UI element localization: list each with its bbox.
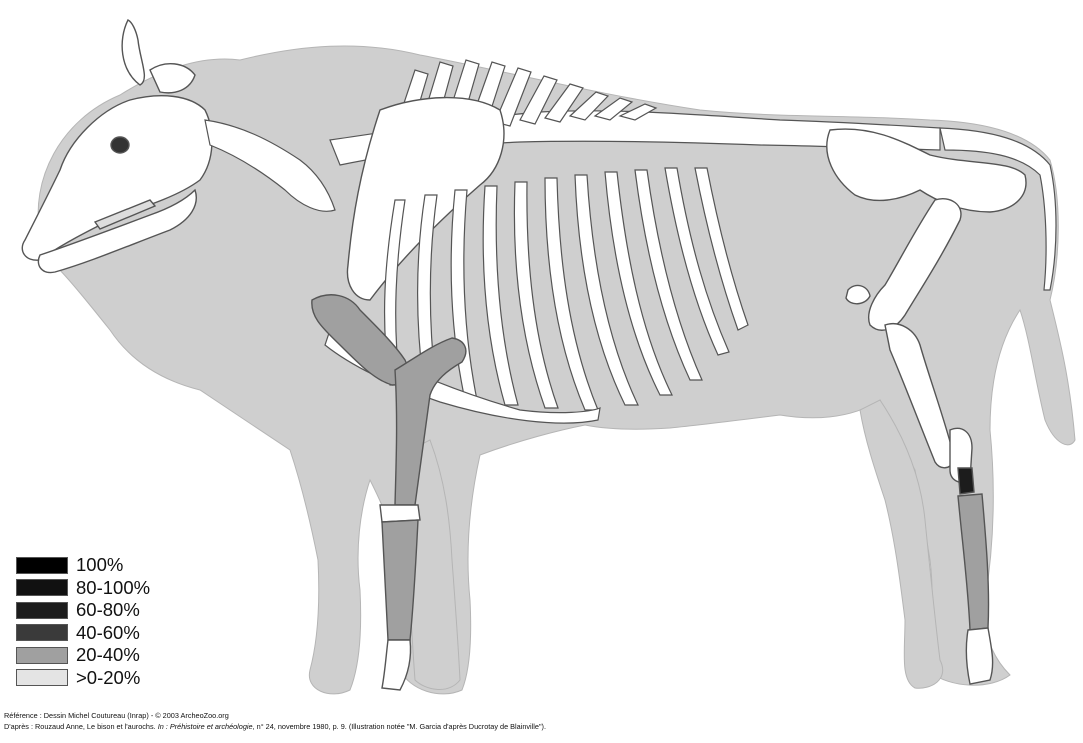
legend-label: 40-60% [76, 622, 140, 644]
legend-item: 60-80% [16, 599, 150, 622]
credits-source-c: , n° 24, novembre 1980, p. 9. (Illustrat… [253, 722, 546, 731]
legend-item: 80-100% [16, 577, 150, 600]
legend-item: 100% [16, 554, 150, 577]
legend: 100% 80-100% 60-80% 40-60% 20-40% >0-20% [16, 554, 150, 689]
credits-source: D'après : Rouzaud Anne, Le bison et l'au… [4, 721, 546, 732]
legend-swatch [16, 647, 68, 664]
legend-label: 60-80% [76, 599, 140, 621]
legend-label: >0-20% [76, 667, 140, 689]
legend-label: 100% [76, 554, 123, 576]
credits: Référence : Dessin Michel Coutureau (Inr… [4, 710, 546, 732]
patella [846, 285, 870, 303]
hind-phalanges [966, 628, 992, 684]
credits-source-b: In : Préhistoire et archéologie [158, 722, 253, 731]
carpals [380, 505, 420, 522]
legend-swatch [16, 579, 68, 596]
tarsal-60-80 [958, 468, 974, 494]
credits-reference: Référence : Dessin Michel Coutureau (Inr… [4, 710, 546, 721]
legend-swatch [16, 602, 68, 619]
legend-item: >0-20% [16, 667, 150, 690]
legend-swatch [16, 624, 68, 641]
legend-label: 80-100% [76, 577, 150, 599]
legend-label: 20-40% [76, 644, 140, 666]
legend-swatch [16, 669, 68, 686]
legend-swatch [16, 557, 68, 574]
credits-source-a: D'après : Rouzaud Anne, Le bison et l'au… [4, 722, 158, 731]
front-phalanges [382, 640, 411, 690]
legend-item: 40-60% [16, 622, 150, 645]
eye-orbit [111, 137, 129, 153]
legend-item: 20-40% [16, 644, 150, 667]
horn [122, 20, 144, 85]
